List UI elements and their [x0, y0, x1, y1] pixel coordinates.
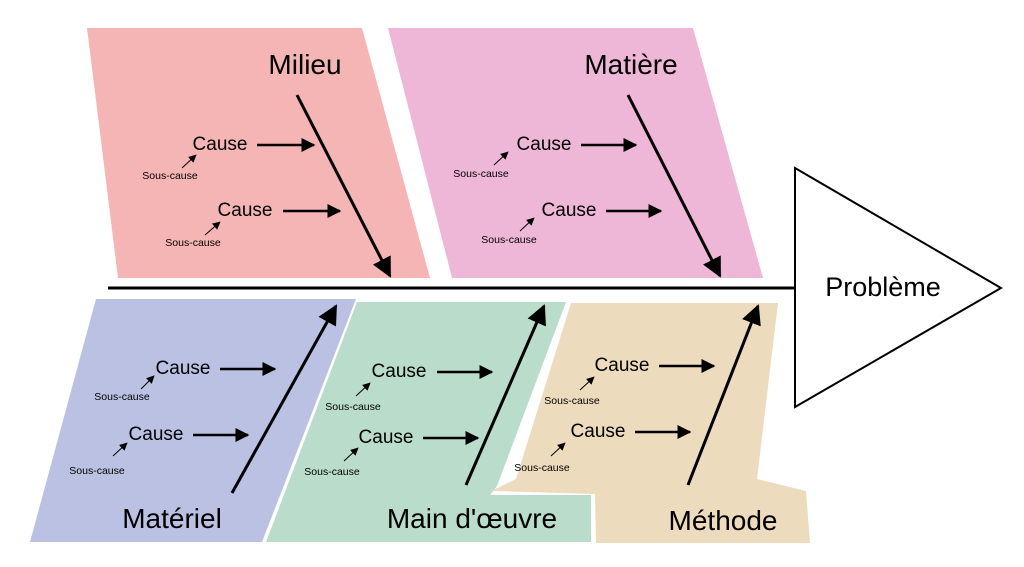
cause-label: Cause	[517, 134, 572, 155]
subcause-label: Sous-cause	[94, 391, 150, 403]
cause-label: Cause	[156, 358, 211, 379]
subcause-arrow	[519, 217, 535, 232]
cause-label: Cause	[359, 427, 414, 448]
effect-head	[794, 166, 1003, 409]
subcause-label: Sous-cause	[453, 168, 509, 180]
subcause-label: Sous-cause	[304, 466, 360, 478]
subcause-arrow	[204, 221, 221, 236]
subcause-arrow	[112, 442, 128, 457]
subcause-arrow	[579, 376, 595, 391]
subcause-label: Sous-cause	[514, 462, 570, 474]
subcause-arrow	[550, 442, 566, 457]
subcause-label: Sous-cause	[165, 237, 221, 249]
bone-arrow-materiel	[230, 304, 338, 494]
effect-label: Problème	[825, 272, 941, 302]
subcause-label: Sous-cause	[325, 401, 381, 413]
subcause-arrow	[355, 382, 371, 397]
region-milieu	[87, 28, 430, 278]
bone-arrow-methode	[686, 304, 761, 486]
subcause-arrow	[343, 447, 359, 462]
bone-arrow-main-doeuvre	[464, 304, 546, 486]
subcause-label: Sous-cause	[544, 395, 600, 407]
subcause-label: Sous-cause	[69, 465, 125, 477]
category-label-main-doeuvre: Main d'œuvre	[387, 503, 557, 534]
cause-label: Cause	[129, 424, 184, 445]
cause-label: Cause	[542, 200, 597, 221]
region-matiere	[388, 28, 763, 278]
cause-label: Cause	[218, 200, 273, 221]
subcause-arrow	[181, 154, 197, 169]
bone-arrow-matiere	[626, 94, 722, 278]
bone-arrow-milieu	[295, 94, 392, 278]
region-methode	[491, 303, 810, 543]
category-label-methode: Méthode	[669, 505, 778, 536]
subcause-arrow	[140, 375, 155, 390]
subcause-label: Sous-cause	[142, 170, 198, 182]
category-label-materiel: Matériel	[122, 503, 222, 534]
region-materiel	[30, 299, 356, 542]
cause-label: Cause	[193, 134, 248, 155]
cause-label: Cause	[595, 355, 650, 376]
subcause-arrow	[493, 151, 509, 166]
region-main-doeuvre	[266, 302, 591, 542]
cause-label: Cause	[571, 421, 626, 442]
category-label-milieu: Milieu	[268, 49, 341, 80]
subcause-label: Sous-cause	[481, 234, 537, 246]
cause-label: Cause	[372, 361, 427, 382]
category-label-matiere: Matière	[584, 49, 677, 80]
